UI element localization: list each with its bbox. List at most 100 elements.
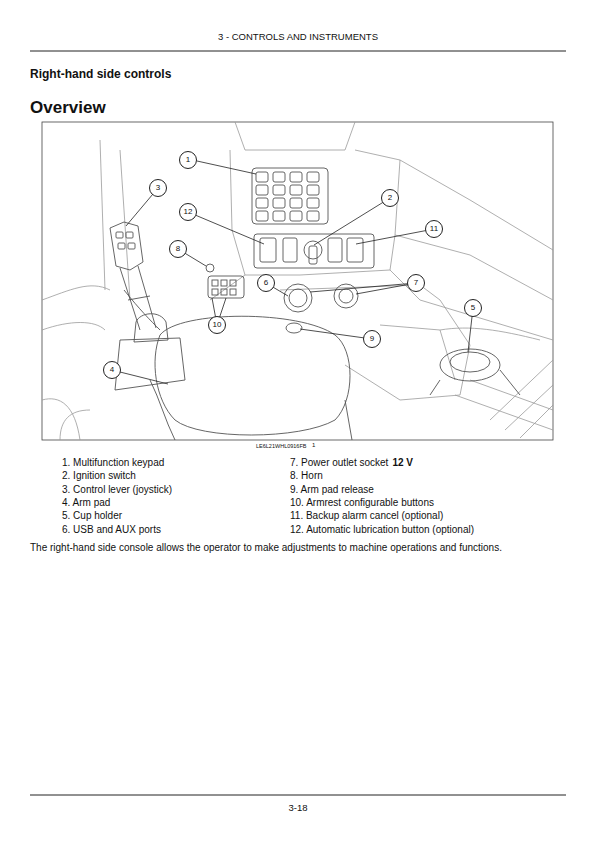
legend-item: 9. Arm pad release: [290, 484, 374, 496]
keypad: [290, 198, 302, 208]
keypad: [256, 172, 268, 182]
legend-item-line: 12. Automatic lubrication button (option…: [290, 524, 474, 536]
arm-pad: [150, 264, 352, 440]
figure-id: LE6L21WHL0916FB: [256, 443, 306, 450]
keypad: [307, 198, 319, 208]
figure-id-line: LE6L21WHL0916FB: [256, 443, 306, 450]
callout-number: 7: [414, 279, 418, 287]
leader-line: [112, 161, 473, 384]
joystick: [110, 222, 143, 270]
legend-item: 12. Automatic lubrication button (option…: [290, 524, 474, 536]
keypad: [290, 211, 302, 221]
keypad: [252, 168, 328, 224]
callout-circle: 11: [425, 220, 443, 238]
cab-outline: [210, 270, 553, 340]
cab-outline: [440, 328, 540, 340]
cab-outline: [230, 150, 400, 275]
keypad: [290, 172, 302, 182]
cup-holder: [430, 370, 520, 395]
subheading: Overview: [30, 98, 106, 118]
cab-outline: [235, 122, 355, 150]
cab-outline: [42, 286, 110, 330]
callout-number: 2: [388, 194, 392, 202]
leader-line: [188, 212, 264, 244]
page-rule: [30, 51, 566, 52]
callout-number: 5: [471, 304, 475, 312]
callout-circle: 3: [149, 179, 167, 197]
legend-item: 11. Backup alarm cancel (optional): [290, 510, 443, 522]
legend-item: 2. Ignition switch: [62, 470, 136, 482]
callout-circle: 5: [464, 299, 482, 317]
leader-line: [314, 198, 390, 245]
running-header-line: 3 - CONTROLS AND INSTRUMENTS: [0, 31, 596, 42]
cab-outline: [100, 140, 130, 300]
switch-panel: [283, 238, 297, 262]
legend-item-line: 4. Arm pad: [62, 497, 110, 509]
legend-item: 3. Control lever (joystick): [62, 484, 172, 496]
page-number-line: 3-18: [0, 802, 596, 813]
sockets: [284, 284, 358, 312]
cab-outline: [400, 160, 553, 250]
keypad: [256, 211, 268, 221]
legend-item: 6. USB and AUX ports: [62, 524, 161, 536]
legend-item: 1. Multifunction keypad: [62, 457, 164, 469]
keypad: [256, 198, 268, 208]
switch-panel: [254, 234, 374, 268]
body-text-line: The right-hand side console allows the o…: [30, 542, 502, 554]
sockets: [284, 284, 312, 312]
callout-circle: 9: [363, 330, 381, 348]
keypad: [252, 168, 328, 224]
keypad: [273, 172, 285, 182]
callout-circle: 10: [208, 316, 226, 334]
leader-line: [197, 161, 256, 174]
arm-pad: [212, 280, 218, 286]
arm-pad: [230, 280, 236, 286]
switch-panel: [309, 246, 317, 264]
legend-item-line: 2. Ignition switch: [62, 470, 136, 482]
arm-pad: [155, 316, 350, 435]
callout-circle: 8: [169, 240, 187, 258]
cab-outline: [280, 285, 470, 400]
cab-outline: [380, 325, 455, 380]
switch-panel: [254, 234, 374, 268]
legend-item-line: 5. Cup holder: [62, 510, 122, 522]
callout-circle: 2: [381, 189, 399, 207]
section-heading: Right-hand side controls: [30, 67, 171, 81]
legend-item-line: 3. Control lever (joystick): [62, 484, 172, 496]
joystick: [118, 243, 125, 249]
joystick: [124, 290, 160, 330]
cab-outline: [42, 399, 90, 440]
callout-number: 4: [110, 366, 114, 374]
running-header: 3 - CONTROLS AND INSTRUMENTS: [218, 31, 378, 42]
cab-outline: [490, 360, 553, 438]
callout-number: 9: [370, 335, 374, 343]
legend-item-line: 9. Arm pad release: [290, 484, 374, 496]
joystick: [116, 232, 123, 238]
sockets: [334, 284, 358, 308]
callout-circle: 6: [257, 274, 275, 292]
leader-line: [310, 283, 416, 292]
voltage-value: 12 V: [392, 457, 413, 469]
callout-number: 11: [430, 225, 438, 233]
arm-pad: [221, 280, 227, 286]
arm-pad: [212, 289, 218, 295]
legend-item-line: 8. Horn: [290, 470, 323, 482]
switch-panel: [260, 238, 276, 262]
joystick: [134, 314, 168, 342]
page-rule: [30, 51, 566, 795]
arm-pad: [150, 380, 352, 440]
sockets: [289, 289, 307, 307]
page-rule: [30, 795, 566, 796]
arm-pad: [208, 276, 244, 298]
cup-holder: [430, 349, 520, 395]
joystick: [128, 243, 135, 249]
arm-pad: [286, 323, 302, 333]
keypad: [273, 185, 285, 195]
legend-item: 7. Power outlet socket: [290, 457, 388, 469]
switch-panel: [347, 238, 363, 262]
legend-item-line: 7. Power outlet socket 12 V: [290, 457, 413, 469]
sockets: [339, 289, 353, 303]
legend-item-line: 1. Multifunction keypad: [62, 457, 164, 469]
legend-item: 5. Cup holder: [62, 510, 122, 522]
joystick: [115, 338, 185, 390]
